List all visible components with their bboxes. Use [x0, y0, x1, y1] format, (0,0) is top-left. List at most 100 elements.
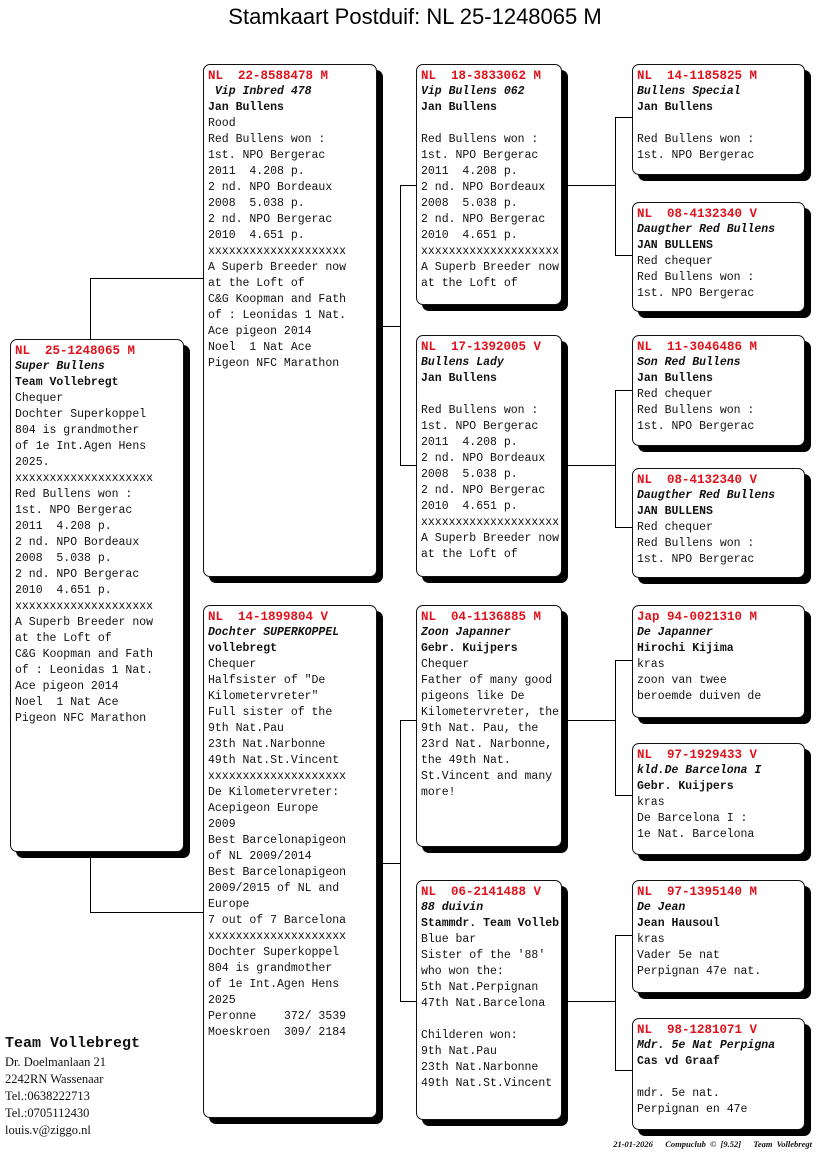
- breeder: Gebr. Kuijpers: [637, 780, 734, 793]
- connector-line: [615, 390, 616, 528]
- ring-number: Jap 94-0021310 M: [637, 610, 758, 624]
- breeder: Gebr. Kuijpers: [421, 642, 518, 655]
- breeder: Hirochi Kijima: [637, 642, 734, 655]
- owner-info: Team Vollebregt Dr. Doelmanlaan 21 2242R…: [5, 1034, 140, 1139]
- connector-line: [615, 935, 632, 936]
- info-line: Dochter Superkoppel: [208, 946, 340, 959]
- owner-address: Dr. Doelmanlaan 21: [5, 1055, 107, 1069]
- info-line: 9th Nat.Pau: [208, 722, 284, 735]
- info-line: Full sister of the: [208, 706, 333, 719]
- owner-city: 2242RN Wassenaar: [5, 1072, 104, 1086]
- footer: 21-01-2026 Compuclub © [9.52] Team Volle…: [613, 1139, 812, 1149]
- info-line: De Barcelona I :: [637, 812, 748, 825]
- info-line: 1st. NPO Bergerac: [637, 553, 755, 566]
- info-line: kras: [637, 658, 665, 671]
- info-line: 2009/2015 of NL and: [208, 882, 340, 895]
- info-line: Peronne 372/ 3539: [208, 1010, 347, 1023]
- info-line: 2011 4.208 p.: [421, 436, 518, 449]
- info-line: De Kilometervreter:: [208, 786, 340, 799]
- info-line: A Superb Breeder now: [208, 261, 347, 274]
- info-line: Best Barcelonapigeon: [208, 834, 347, 847]
- pigeon-name: 88 duivin: [421, 901, 484, 914]
- info-line: 2011 4.208 p.: [15, 520, 112, 533]
- info-line: 2008 5.038 p.: [421, 197, 518, 210]
- info-line: the 49th Nat.: [421, 754, 511, 767]
- info-line: 2 nd. NPO Bergerac: [208, 213, 333, 226]
- breeder: Cas vd Graaf: [637, 1055, 720, 1068]
- connector-line: [615, 117, 632, 118]
- info-line: 804 is grandmother: [15, 424, 140, 437]
- info-line: 1st. NPO Bergerac: [637, 149, 755, 162]
- info-line: pigeons like De: [421, 690, 525, 703]
- connector-line: [615, 255, 632, 256]
- info-line: Red Bullens won :: [637, 271, 755, 284]
- ring-number: NL 08-4132340 V: [637, 473, 758, 487]
- pigeon-name: Daugther Red Bullens: [637, 223, 776, 236]
- info-line: 2025.: [15, 456, 50, 469]
- info-line: 1st. NPO Bergerac: [15, 504, 133, 517]
- info-line: A Superb Breeder now: [421, 532, 560, 545]
- connector-line: [400, 465, 416, 466]
- info-line: Best Barcelonapigeon: [208, 866, 347, 879]
- info-line: Red Bullens won :: [421, 133, 539, 146]
- ring-number: NL 14-1899804 V: [208, 610, 329, 624]
- info-line: 23rd Nat. Narbonne,: [421, 738, 553, 751]
- breeder: Jan Bullens: [637, 101, 713, 114]
- info-line: Rood: [208, 117, 236, 130]
- info-line: of 1e Int.Agen Hens: [15, 440, 147, 453]
- connector-line: [562, 1001, 615, 1002]
- connector-line: [615, 660, 632, 661]
- info-line: of : Leonidas 1 Nat.: [15, 664, 154, 677]
- ring-number: NL 08-4132340 V: [637, 207, 758, 221]
- info-line: 2008 5.038 p.: [208, 197, 305, 210]
- info-line: Acepigeon Europe: [208, 802, 319, 815]
- info-line: A Superb Breeder now: [421, 261, 560, 274]
- info-line: Childeren won:: [421, 1029, 518, 1042]
- info-line: at the Loft of: [421, 277, 518, 290]
- connector-line: [90, 912, 203, 913]
- info-line: Kilometervreter, the: [421, 706, 560, 719]
- info-line: 1st. NPO Bergerac: [421, 420, 539, 433]
- ring-number: NL 98-1281071 V: [637, 1023, 758, 1037]
- info-line: of 1e Int.Agen Hens: [208, 978, 340, 991]
- info-line: 1st. NPO Bergerac: [208, 149, 326, 162]
- connector-line: [400, 720, 401, 1002]
- info-line: of : Leonidas 1 Nat.: [208, 309, 347, 322]
- info-line: 2 nd. NPO Bordeaux: [421, 181, 546, 194]
- info-line: 2010 4.651 p.: [15, 584, 112, 597]
- info-line: xxxxxxxxxxxxxxxxxxxx: [208, 245, 347, 258]
- info-line: Europe: [208, 898, 250, 911]
- info-line: Ace pigeon 2014: [208, 325, 312, 338]
- info-line: beroemde duiven de: [637, 690, 762, 703]
- pigeon-name: Vip Bullens 062: [421, 85, 525, 98]
- info-line: Pigeon NFC Marathon: [208, 357, 340, 370]
- pigeon-name: Dochter SUPERKOPPEL: [208, 626, 340, 639]
- info-line: Noel 1 Nat Ace: [208, 341, 312, 354]
- info-line: 2010 4.651 p.: [421, 229, 518, 242]
- ring-number: NL 04-1136885 M: [421, 610, 542, 624]
- info-line: [421, 116, 561, 132]
- info-line: 804 is grandmother: [208, 962, 333, 975]
- connector-line: [615, 935, 616, 1071]
- ring-number: NL 11-3046486 M: [637, 340, 758, 354]
- breeder: Jan Bullens: [637, 372, 713, 385]
- info-line: 1st. NPO Bergerac: [421, 149, 539, 162]
- pigeon-name: Mdr. 5e Nat Perpigna: [637, 1039, 776, 1052]
- info-line: kras: [637, 933, 665, 946]
- connector-line: [562, 465, 615, 466]
- info-line: Red Bullens won :: [208, 133, 326, 146]
- owner-name: Team Vollebregt: [5, 1035, 141, 1052]
- info-line: 1e Nat. Barcelona: [637, 828, 755, 841]
- ring-number: NL 97-1929433 V: [637, 748, 758, 762]
- info-line: 7 out of 7 Barcelona: [208, 914, 347, 927]
- connector-line: [90, 852, 91, 912]
- info-line: who won the:: [421, 965, 504, 978]
- owner-phone-2: Tel.:0705112430: [5, 1106, 90, 1120]
- info-line: Perpignan 47e nat.: [637, 965, 762, 978]
